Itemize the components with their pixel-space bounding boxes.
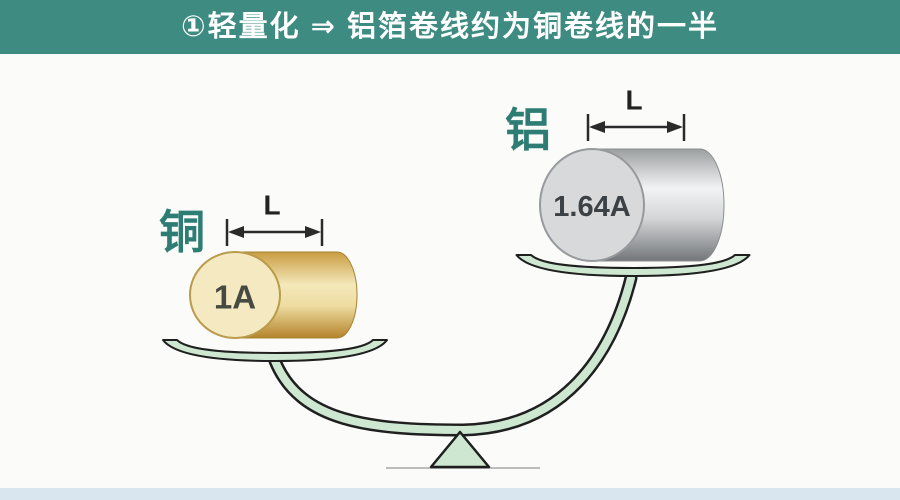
aluminum-dimension-arrowhead-right — [667, 121, 683, 133]
copper-dimension-arrowhead-right — [305, 226, 321, 238]
aluminum-cylinder: 1.64A — [539, 148, 725, 262]
aluminum-metal-label: 铝 — [505, 104, 551, 156]
fulcrum-triangle — [429, 430, 491, 469]
right-pan — [515, 254, 751, 277]
balance-beam-fill — [271, 274, 635, 435]
copper-cylinder: 1A — [189, 251, 358, 339]
balance-diagram: 1A 1.64A 铜 铝 L L — [159, 85, 751, 469]
banner-title: ①轻量化 ⇒ 铝箔卷线约为铜卷线的一半 — [181, 10, 719, 43]
aluminum-dimension: L — [586, 85, 686, 141]
left-pan — [162, 339, 388, 362]
aluminum-dimension-arrowhead-left — [589, 121, 605, 133]
aluminum-size-label: 1.64A — [553, 191, 630, 223]
aluminum-cylinder-face — [539, 148, 645, 262]
banner: ①轻量化 ⇒ 铝箔卷线约为铜卷线的一半 — [0, 0, 900, 54]
copper-dimension: L — [225, 190, 324, 246]
balance-beam — [268, 271, 638, 437]
copper-dimension-label: L — [263, 190, 280, 221]
copper-metal-label: 铜 — [159, 206, 205, 258]
copper-cylinder-face — [189, 251, 281, 339]
aluminum-dimension-label: L — [625, 85, 642, 116]
copper-dimension-arrowhead-left — [228, 226, 244, 238]
footer-strip — [0, 488, 900, 500]
copper-size-label: 1A — [214, 279, 256, 316]
